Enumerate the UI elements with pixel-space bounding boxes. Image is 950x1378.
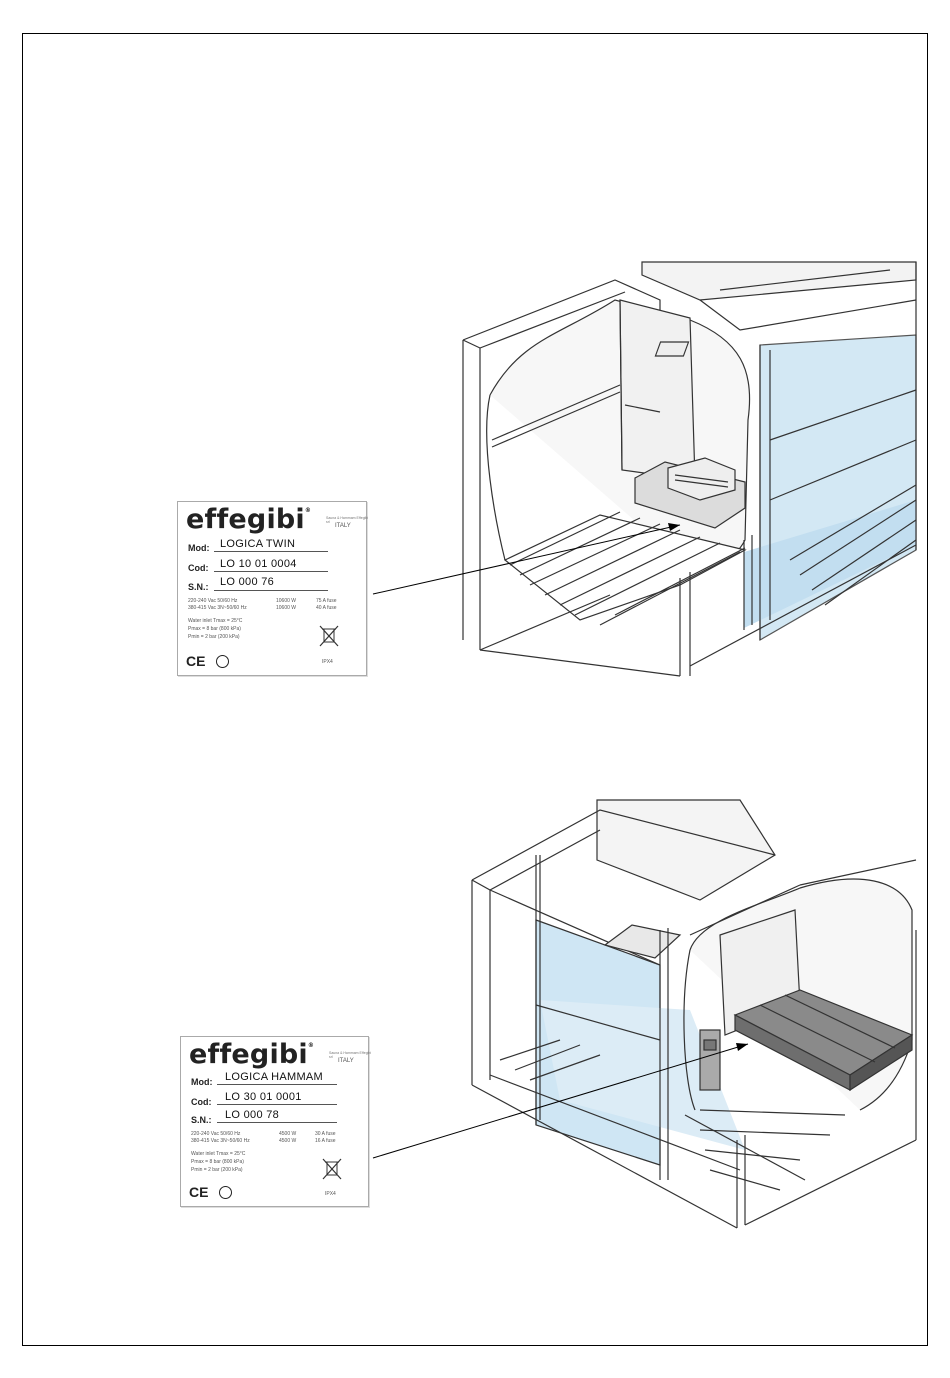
cod-label: Cod:	[191, 1097, 212, 1107]
spec2-fuse: 16 A fuse	[315, 1138, 336, 1144]
certification-icon	[219, 1186, 232, 1199]
spec1-voltage: 220-240 Vac 50/60 Hz	[191, 1131, 241, 1137]
certification-icon	[216, 655, 229, 668]
rating-plate-logica-hammam: effegibi® Sauna & Hammam Effegibi srl IT…	[180, 1036, 371, 1207]
cod-label: Cod:	[188, 563, 209, 573]
water-inlet: Water inlet Tmax = 25°C	[191, 1151, 246, 1157]
ce-mark: CE	[186, 653, 206, 669]
sn-label: S.N.:	[188, 582, 209, 592]
cod-value: LO 30 01 0001	[225, 1091, 302, 1103]
cod-value: LO 10 01 0004	[220, 558, 297, 570]
cod-underline	[217, 1104, 337, 1105]
weee-bin-icon	[322, 1158, 342, 1180]
spec1-power: 10600 W	[276, 598, 297, 604]
origin-label: ITALY	[338, 1058, 354, 1064]
leader-line-top	[372, 524, 681, 595]
spec1-voltage: 220-240 Vac 50/60 Hz	[188, 598, 238, 604]
brand-logo: effegibi®	[186, 504, 312, 535]
ipx-rating: IPX4	[325, 1191, 336, 1197]
pressure-max: Pmax = 8 bar (800 kPa)	[191, 1159, 244, 1165]
mod-underline	[217, 1084, 337, 1085]
mod-label: Mod:	[188, 543, 210, 553]
sn-label: S.N.:	[191, 1115, 212, 1125]
logica-hammam-drawing	[471, 799, 917, 1229]
water-inlet: Water inlet Tmax = 25°C	[188, 618, 243, 624]
sn-underline	[214, 590, 328, 591]
spec2-voltage: 380-415 Vac 3N~50/60 Hz	[188, 605, 247, 611]
page-border	[22, 33, 928, 1346]
spec1-power: 4500 W	[279, 1131, 297, 1137]
pressure-min: Pmin = 2 bar (200 kPa)	[188, 634, 240, 640]
leader-line-bottom	[372, 1043, 749, 1159]
spec2-fuse: 40 A fuse	[316, 605, 337, 611]
cod-underline	[214, 571, 328, 572]
mod-underline	[214, 551, 328, 552]
spec1-fuse: 75 A fuse	[316, 598, 337, 604]
pressure-min: Pmin = 2 bar (200 kPa)	[191, 1167, 243, 1173]
sn-value: LO 000 76	[220, 576, 275, 588]
logica-twin-drawing	[462, 261, 917, 677]
origin-label: ITALY	[335, 523, 351, 529]
mod-value: LOGICA HAMMAM	[225, 1071, 324, 1083]
sn-underline	[217, 1122, 337, 1123]
brand-tagline: Sauna & Hammam Effegibi srl	[326, 516, 369, 524]
spec2-power: 4500 W	[279, 1138, 297, 1144]
ce-mark: CE	[189, 1184, 209, 1200]
spec1-fuse: 30 A fuse	[315, 1131, 336, 1137]
brand-tagline: Sauna & Hammam Effegibi srl	[329, 1051, 372, 1059]
sn-value: LO 000 78	[225, 1109, 280, 1121]
brand-logo: effegibi®	[189, 1039, 315, 1070]
spec2-voltage: 380-415 Vac 3N~50/60 Hz	[191, 1138, 250, 1144]
ipx-rating: IPX4	[322, 659, 333, 665]
mod-label: Mod:	[191, 1077, 213, 1087]
pressure-max: Pmax = 8 bar (800 kPa)	[188, 626, 241, 632]
spec2-power: 10600 W	[276, 605, 297, 611]
mod-value: LOGICA TWIN	[220, 538, 296, 550]
rating-plate-logica-twin: effegibi® Sauna & Hammam Effegibi srl IT…	[177, 501, 369, 676]
weee-bin-icon	[319, 625, 339, 647]
